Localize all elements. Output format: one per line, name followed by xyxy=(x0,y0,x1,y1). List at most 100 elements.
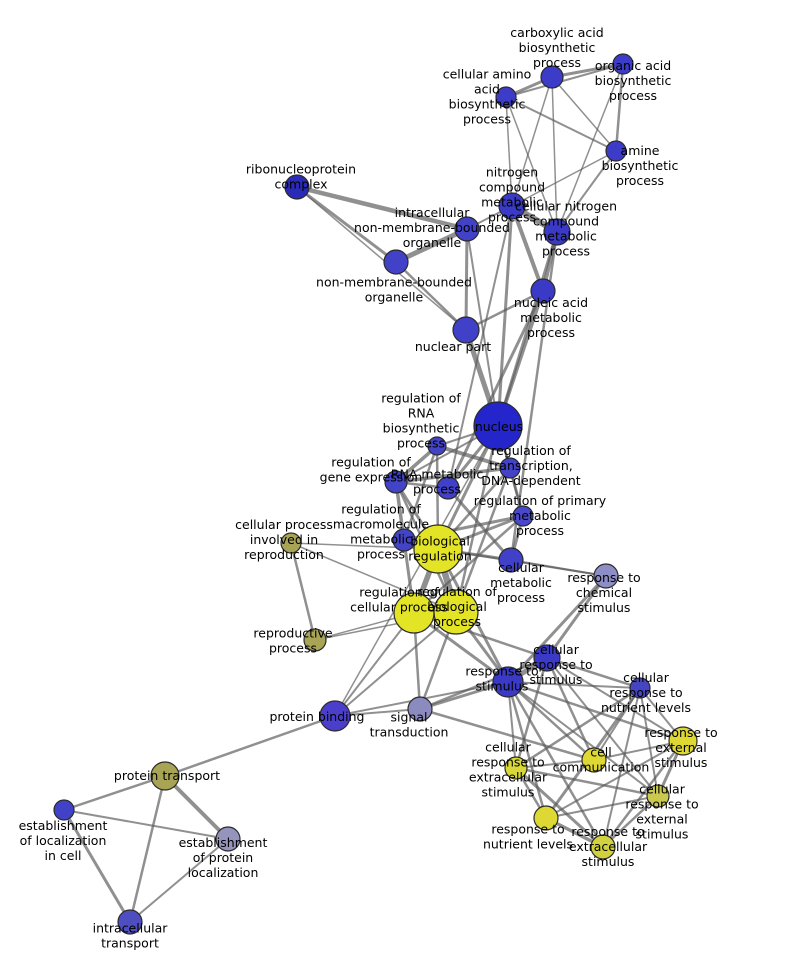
edge-crs-crnl xyxy=(545,656,642,690)
node-ribo[interactable]: ribonucleoprotein complex xyxy=(284,174,310,200)
edge-pb-ptrans xyxy=(163,714,337,778)
edge-pb-nucleus xyxy=(334,425,499,717)
edge-crs-rext xyxy=(546,657,684,742)
edge-caba-oaba xyxy=(550,62,625,79)
edge-rext-rnl xyxy=(545,740,684,819)
edge-layer xyxy=(62,62,685,924)
node-caba[interactable]: carboxylic acid biosynthetic process xyxy=(540,65,564,89)
node-rcp[interactable]: regulation of cellular process xyxy=(393,592,435,634)
node-ptrans[interactable]: protein transport xyxy=(150,761,180,791)
node-cres[interactable]: cellular response to extracellular stimu… xyxy=(504,756,528,780)
node-rnl[interactable]: response to nutrient levels xyxy=(533,805,559,831)
node-rmmp[interactable]: regulation of macromolecule metabolic pr… xyxy=(392,528,416,552)
edge-rext-ccomm xyxy=(593,740,684,761)
edge-ptrans-epl xyxy=(163,774,230,841)
edge-inmbo-npart xyxy=(464,227,469,332)
node-cmp[interactable]: cellular metabolic process xyxy=(498,547,524,573)
edge-pb-rcp xyxy=(334,612,415,717)
edge-rexs-cres xyxy=(514,766,605,849)
node-rchem[interactable]: response to chemical stimulus xyxy=(593,563,619,589)
node-crs[interactable]: cellular response to stimulus xyxy=(533,644,561,672)
edge-oaba-caaba xyxy=(505,63,624,98)
edge-rs-rnl xyxy=(506,680,548,820)
node-layer: carboxylic acid biosynthetic process orga… xyxy=(53,53,698,935)
node-rpmp[interactable]: regulation of primary metabolic process xyxy=(512,505,534,527)
edge-oaba-amine xyxy=(614,62,625,153)
edge-caba-amine xyxy=(551,76,617,152)
edge-epl-itrans xyxy=(129,838,229,923)
node-crext[interactable]: cellular response to external stimulus xyxy=(646,784,670,808)
edge-caba-ncmp xyxy=(511,76,553,207)
edge-st-ccomm xyxy=(418,707,596,762)
edge-elic-epl xyxy=(63,809,229,840)
node-namp[interactable]: nucleic acid metabolic process xyxy=(530,278,556,304)
node-oaba[interactable]: organic acid biosynthetic process xyxy=(612,53,634,75)
edge-inmbo-nmbo xyxy=(393,226,470,265)
node-rbp[interactable]: regulation of biological process xyxy=(433,589,479,635)
edge-rs-rext xyxy=(506,680,685,743)
node-elic[interactable]: establishment of localization in cell xyxy=(53,799,75,821)
edge-rnamp-cmp xyxy=(446,486,513,562)
edge-ribo-inmbo xyxy=(294,184,470,232)
edge-ncmp-nucleus xyxy=(496,204,514,428)
edge-ncmp-rnamp xyxy=(447,205,513,489)
node-rext[interactable]: response to external stimulus xyxy=(668,726,698,756)
node-rexs[interactable]: response to extracellular stimulus xyxy=(590,834,616,860)
edge-npart-namp xyxy=(464,289,545,332)
node-rge[interactable]: regulation of gene expression xyxy=(384,470,408,494)
node-cpir[interactable]: cellular process involved in reproductio… xyxy=(280,532,302,554)
edge-caaba-cncmp xyxy=(505,96,558,233)
edge-amine-ncmp xyxy=(511,150,617,207)
node-rs[interactable]: response to stimulus xyxy=(492,666,524,698)
edge-rtdd-rbp xyxy=(454,466,512,614)
edge-rnl-crext xyxy=(545,795,659,819)
node-cncmp[interactable]: cellular nitrogen compound metabolic pro… xyxy=(543,218,571,246)
edge-nmbo-npart xyxy=(394,260,468,332)
edge-rrbp-rmmp xyxy=(402,444,439,542)
edge-caaba-amine xyxy=(505,96,617,152)
node-npart[interactable]: nuclear part xyxy=(452,316,480,344)
edge-crnl-crext xyxy=(639,687,659,797)
edge-crs-cres xyxy=(514,656,549,770)
edge-rs-crnl xyxy=(507,681,641,689)
edge-crnl-cres xyxy=(514,686,642,770)
node-nmbo[interactable]: non-membrane-bounded organelle xyxy=(383,249,409,275)
edge-ptrans-itrans xyxy=(128,774,167,924)
node-crnl[interactable]: cellular response to nutrient levels xyxy=(629,677,651,699)
node-amine[interactable]: amine biosynthetic process xyxy=(605,140,627,162)
edge-crnl-rexs xyxy=(602,687,641,848)
node-repro[interactable]: reproductive process xyxy=(303,628,327,652)
node-ccomm[interactable]: cell communication xyxy=(581,747,607,773)
edge-cpir-repro xyxy=(289,541,317,642)
edge-cmp-rchem xyxy=(510,559,607,577)
node-caaba[interactable]: cellular amino acid biosynthetic process xyxy=(495,86,517,108)
edge-rs-ccomm xyxy=(506,680,596,762)
node-inmbo[interactable]: intracellular non-membrane-bounded organ… xyxy=(454,216,480,242)
node-bioreg[interactable]: biological regulation xyxy=(413,524,463,574)
node-rtdd[interactable]: regulation of transcription, DNA-depende… xyxy=(499,457,521,479)
edge-pb-rbp xyxy=(334,611,457,717)
node-epl[interactable]: establishment of protein localization xyxy=(215,826,241,852)
node-st[interactable]: signal transduction xyxy=(407,696,433,722)
node-nucleus[interactable]: nucleus xyxy=(473,401,523,451)
edge-oaba-cncmp xyxy=(556,63,624,233)
edge-rs-rchem xyxy=(506,574,608,684)
node-pb[interactable]: protein binding xyxy=(319,700,351,732)
node-rrbp[interactable]: regulation of RNA biosynthetic process xyxy=(427,436,447,456)
edge-amine-cncmp xyxy=(556,150,617,233)
edge-caba-cncmp xyxy=(551,76,558,233)
edge-elic-itrans xyxy=(62,808,132,924)
edge-ccomm-cres xyxy=(515,759,595,769)
node-ncmp[interactable]: nitrogen compound metabolic process xyxy=(498,192,526,220)
edge-crs-crext xyxy=(546,657,659,797)
node-rnamp[interactable]: RNA metabolic process xyxy=(436,476,460,500)
edge-crs-ccomm xyxy=(545,656,596,762)
edge-caaba-ncmp xyxy=(505,96,513,207)
edge-crs-rchem xyxy=(545,574,608,660)
edge-ccomm-crnl xyxy=(593,687,641,761)
node-itrans[interactable]: intracellular transport xyxy=(117,909,143,935)
